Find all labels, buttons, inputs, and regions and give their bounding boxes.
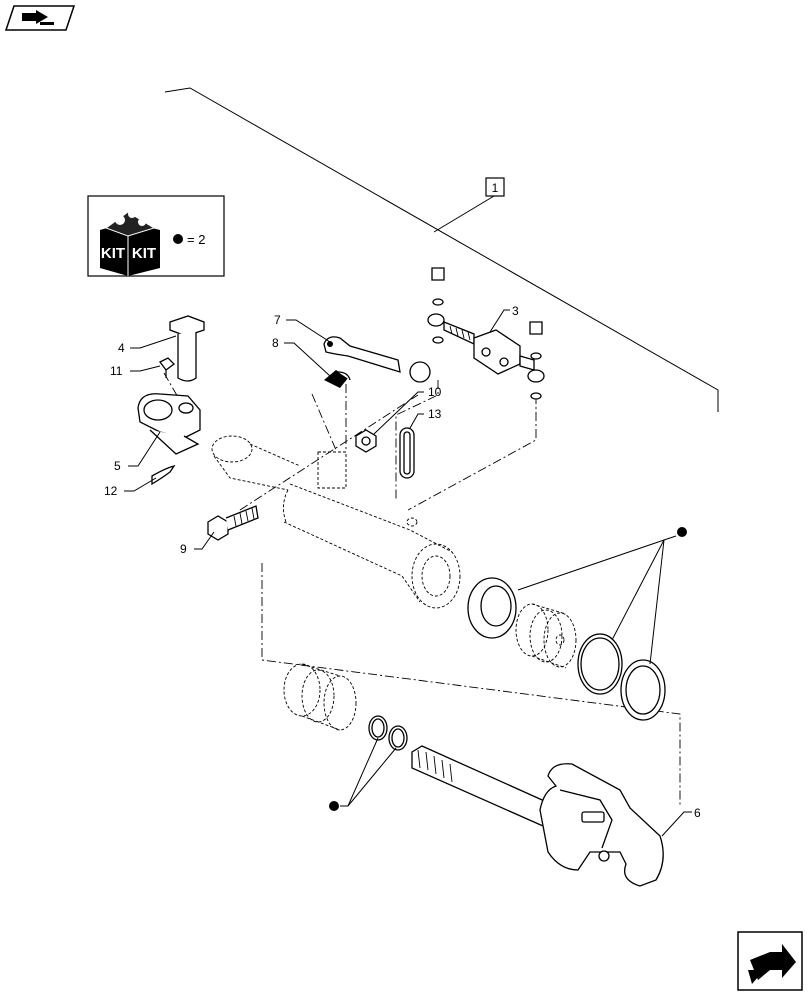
alignment-lines [163,372,681,806]
part-6-hook-rod[interactable] [411,745,664,887]
piston-left-phantom [283,663,357,731]
o-ring-right[interactable] [620,659,666,721]
part-13-spring-clip[interactable] [399,427,415,479]
part-12-split-pin[interactable] [151,464,176,486]
callout-10: 10 [428,385,442,399]
callout-11: 11 [110,364,123,378]
svg-text:= 2: = 2 [187,232,205,247]
assembly-bracket [164,87,719,412]
callout-9: 9 [180,542,187,556]
o-ring-large[interactable] [577,633,623,695]
callout-labels: 3 4 5 6 7 8 9 10 11 12 13 [104,304,701,820]
kit-legend: KIT KIT = 2 [87,195,225,277]
kit-dot-bottom [329,737,397,811]
callout-7: 7 [274,313,281,327]
svg-text:KIT: KIT [101,245,125,262]
part-7-lever[interactable] [323,336,431,383]
kit-dot-top [517,527,687,665]
assembly-number-box: 1 [485,177,505,197]
seal-ring[interactable] [467,577,517,639]
svg-text:KIT: KIT [132,245,156,262]
piston-right-phantom [515,603,577,669]
kit-dot-marker [173,234,183,244]
part-4-pin[interactable] [169,315,205,382]
cylinder-body-phantom [211,435,461,609]
callout-8: 8 [272,336,279,350]
part-11-fitting[interactable] [159,357,175,378]
callout-3: 3 [512,304,519,318]
callout-leaders [124,309,692,837]
nav-forward-icon[interactable] [737,931,803,991]
part-8-clip[interactable] [324,370,351,388]
callout-12: 12 [104,484,118,498]
part-5-bracket[interactable] [137,393,201,455]
callout-13: 13 [428,407,442,421]
kit-box-icon: KIT KIT [100,210,160,276]
callout-6: 6 [694,806,701,820]
nav-back-icon[interactable] [4,5,76,31]
part-10-nut[interactable] [355,429,377,453]
part-3-turnbuckle[interactable] [427,267,545,400]
svg-text:1: 1 [492,181,499,195]
small-rings[interactable] [368,715,408,751]
callout-5: 5 [114,459,121,473]
callout-4: 4 [118,341,125,355]
part-9-bolt[interactable] [207,505,259,541]
